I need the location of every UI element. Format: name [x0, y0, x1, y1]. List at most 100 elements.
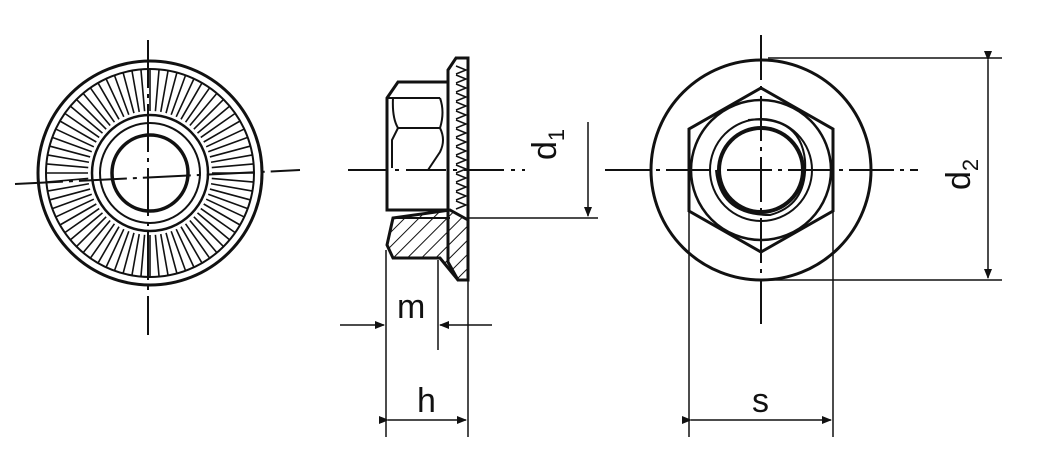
serration-line	[203, 120, 241, 143]
flange-tooth	[455, 182, 469, 192]
s-label: s	[752, 382, 769, 420]
serration-line	[49, 145, 91, 158]
serration-line	[75, 98, 107, 130]
flange-tooth	[455, 65, 469, 75]
serration-line	[189, 219, 218, 254]
flange-tooth	[455, 101, 469, 111]
serration-line	[59, 120, 97, 143]
serration-line	[184, 223, 211, 259]
serration-line	[154, 234, 160, 277]
thread-spiral	[715, 118, 807, 217]
h-label: h	[417, 382, 436, 420]
serration-line	[207, 136, 249, 153]
serration-line	[105, 78, 125, 118]
serration-line	[140, 69, 146, 112]
side-view-half-section: d1 m h	[340, 56, 598, 437]
serration-line	[47, 182, 90, 192]
serration-line	[200, 207, 236, 234]
serration-line	[184, 87, 211, 123]
serration-line	[64, 207, 100, 234]
m-label: m	[397, 288, 425, 326]
serration-line	[193, 98, 225, 130]
d1-label: d1	[526, 129, 569, 160]
flange-tooth	[455, 191, 469, 201]
flange-outer-circle	[36, 59, 264, 287]
serration-line	[159, 233, 169, 276]
serration-line	[59, 203, 97, 226]
serration-line	[170, 230, 187, 272]
serration-line	[69, 105, 104, 134]
serration-line	[175, 78, 195, 118]
serration-line	[122, 232, 135, 274]
serration-line	[64, 112, 100, 139]
serration-line	[131, 70, 141, 113]
serration-line	[210, 182, 253, 192]
flange-tooth	[455, 110, 469, 120]
bearing-ring-inner	[99, 122, 201, 224]
top-view-hex-flange: d2 s	[605, 35, 1002, 437]
serration-line	[205, 198, 245, 218]
flange-tooth	[455, 155, 469, 165]
serration-line	[122, 72, 135, 114]
serration-line	[211, 163, 254, 169]
flange-tooth	[455, 146, 469, 156]
hex-chamfer-curve-1	[391, 97, 444, 129]
serration-line	[97, 226, 120, 264]
serration-line	[140, 234, 146, 277]
d2-label: d2	[940, 159, 983, 190]
serration-line	[89, 223, 116, 259]
flange-tooth	[455, 137, 469, 147]
serration-line	[200, 112, 236, 139]
sectioned-area	[385, 208, 470, 282]
serration-line	[47, 154, 90, 164]
bottom-view-serrated-flange	[14, 40, 301, 335]
serration-line	[209, 188, 251, 201]
flange-tooth	[455, 92, 469, 102]
serration-line	[46, 163, 89, 169]
serration-line	[82, 219, 111, 254]
serration-line	[69, 212, 104, 241]
serration-line	[207, 193, 249, 210]
serration-line	[203, 203, 241, 226]
serration-line	[51, 136, 93, 153]
hex-chamfer-curve-2	[391, 127, 399, 168]
serration-line	[105, 228, 125, 268]
flange-tooth	[455, 74, 469, 84]
serration-line	[113, 230, 130, 272]
hex-chamfer-curve-3	[427, 127, 444, 171]
serration-line	[75, 216, 107, 248]
serration-line	[211, 177, 254, 183]
serration-line	[165, 72, 178, 114]
serration-line	[193, 216, 225, 248]
serration-line	[55, 128, 95, 148]
centerline-horizontal-left	[14, 169, 301, 185]
serration-line	[51, 193, 93, 210]
serration-line	[154, 69, 160, 112]
flange-serration-teeth	[455, 65, 469, 210]
flange-tooth	[455, 200, 469, 210]
flange-tooth	[455, 173, 469, 183]
serration-lines	[46, 69, 254, 277]
flange-tooth	[455, 128, 469, 138]
serration-line	[131, 233, 141, 276]
flange-tooth	[455, 119, 469, 129]
serration-line	[196, 105, 231, 134]
flange-tooth	[455, 83, 469, 93]
serration-line	[189, 92, 218, 127]
serration-line	[82, 92, 111, 127]
serration-line	[89, 87, 116, 123]
bore-circle	[110, 133, 190, 213]
serration-line	[170, 74, 187, 116]
serration-line	[159, 70, 169, 113]
serration-line	[180, 226, 203, 264]
serration-line	[196, 212, 231, 241]
serration-line	[49, 188, 91, 201]
serration-line	[209, 145, 251, 158]
bearing-ring-outer	[90, 113, 210, 233]
serration-line	[180, 82, 203, 120]
serration-line	[205, 128, 245, 148]
serration-line	[113, 74, 130, 116]
serration-line	[210, 154, 253, 164]
serration-line	[97, 82, 120, 120]
